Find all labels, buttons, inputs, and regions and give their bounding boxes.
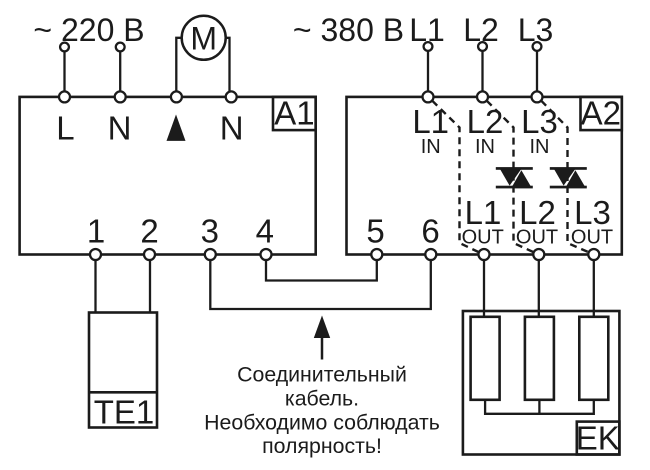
- svg-text:N: N: [108, 110, 132, 147]
- svg-text:~ 380 В: ~ 380 В: [293, 12, 404, 48]
- svg-text:L: L: [56, 110, 74, 147]
- svg-text:IN: IN: [421, 136, 441, 158]
- svg-text:L3: L3: [521, 103, 558, 140]
- svg-text:IN: IN: [530, 136, 550, 158]
- svg-text:кабель.: кабель.: [285, 387, 359, 411]
- svg-text:4: 4: [256, 212, 274, 249]
- svg-text:1: 1: [87, 212, 105, 249]
- svg-text:2: 2: [140, 212, 158, 249]
- svg-text:A1: A1: [274, 94, 314, 131]
- svg-text:M: M: [190, 20, 217, 56]
- svg-text:5: 5: [366, 212, 384, 249]
- svg-text:A2: A2: [581, 94, 621, 131]
- svg-text:6: 6: [421, 212, 439, 249]
- svg-text:Соединительный: Соединительный: [237, 363, 407, 387]
- svg-text:L3: L3: [518, 12, 554, 48]
- svg-text:L1: L1: [412, 103, 449, 140]
- svg-text:L2: L2: [519, 194, 556, 231]
- svg-text:L1: L1: [409, 12, 445, 48]
- svg-text:3: 3: [201, 212, 219, 249]
- svg-text:IN: IN: [475, 136, 495, 158]
- svg-text:~ 220 В: ~ 220 В: [33, 12, 144, 48]
- svg-text:OUT: OUT: [571, 226, 613, 248]
- svg-text:N: N: [220, 110, 244, 147]
- svg-text:L2: L2: [463, 12, 499, 48]
- svg-text:полярность!: полярность!: [262, 434, 382, 458]
- svg-text:OUT: OUT: [516, 226, 558, 248]
- svg-text:L2: L2: [467, 103, 504, 140]
- svg-text:L1: L1: [465, 194, 502, 231]
- svg-text:L3: L3: [574, 194, 611, 231]
- svg-text:Необходимо соблюдать: Необходимо соблюдать: [204, 411, 440, 435]
- svg-text:TE1: TE1: [94, 394, 155, 431]
- svg-text:EK: EK: [576, 420, 620, 457]
- svg-text:OUT: OUT: [462, 226, 504, 248]
